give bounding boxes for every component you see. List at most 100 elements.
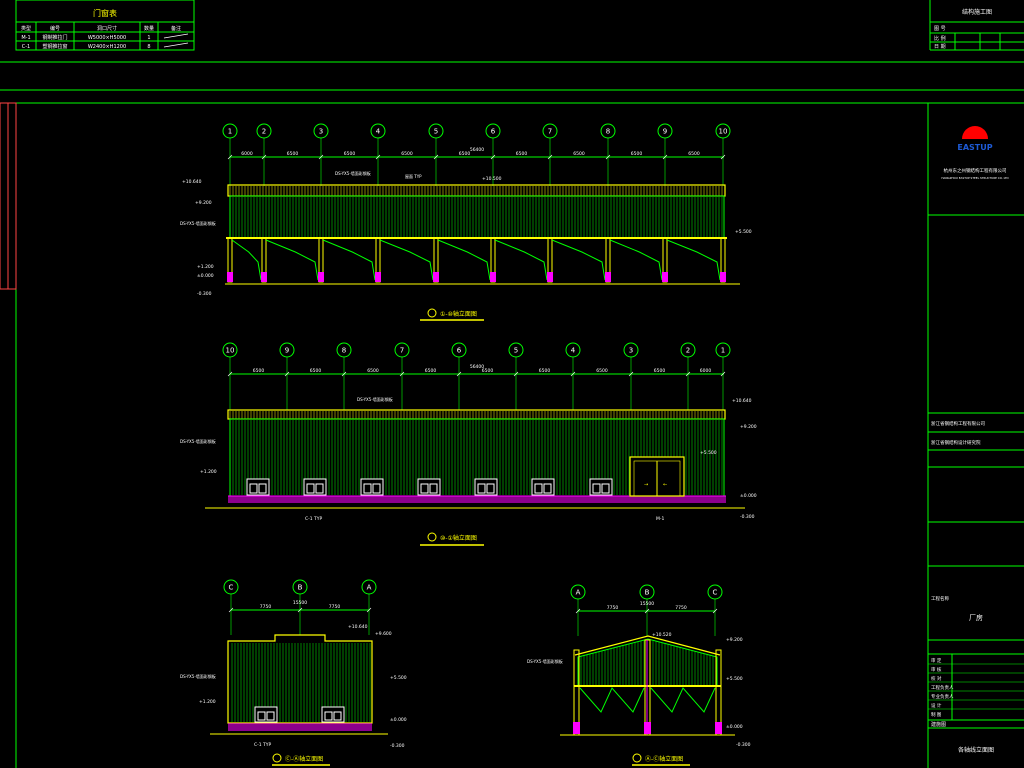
level-mark: +10.520 xyxy=(652,632,672,638)
column-base xyxy=(375,272,381,282)
axis-bubble xyxy=(707,584,723,600)
axis-label: 3 xyxy=(319,128,323,136)
sign-row: 校 对 xyxy=(931,675,942,682)
axis-label: 6 xyxy=(491,128,496,136)
column-base xyxy=(605,272,611,282)
elevation-title: Ⓐ-Ⓒ轴立面图 xyxy=(645,755,683,763)
brace xyxy=(437,239,491,281)
level-mark: -0.300 xyxy=(736,742,751,748)
company-name: 杭州东之州钢结构工程有限公司 xyxy=(944,167,1007,174)
dimension-label: 6500 xyxy=(631,151,643,157)
svg-text:→: → xyxy=(644,482,648,488)
brace xyxy=(265,239,319,281)
level-mark: +10.640 xyxy=(732,398,752,404)
dimension-tick xyxy=(456,371,462,377)
columns xyxy=(573,639,722,736)
axis-label: 3 xyxy=(629,347,633,355)
dimension-tick xyxy=(227,154,233,160)
approval-1: 浙江省钢结构工程有限公司 xyxy=(931,420,985,427)
drawing-type: 结构施工图 xyxy=(962,8,992,16)
dimension-tick xyxy=(712,608,718,614)
axis-bubble xyxy=(370,123,386,139)
columns xyxy=(227,237,726,283)
axis-label: 8 xyxy=(606,128,610,136)
window-sash xyxy=(306,483,315,494)
sign-row: 设 计 xyxy=(931,702,942,709)
level-mark: +9.600 xyxy=(375,631,392,637)
title-block: 结构施工图 图 号 比 例 日 期 EASTUP 杭州东之州钢结构工程有限公司 … xyxy=(927,0,1024,768)
axis-label: 2 xyxy=(262,128,266,136)
sign-row: 制 图 xyxy=(931,711,942,718)
dimension-tick xyxy=(628,371,634,377)
level-mark: +5.500 xyxy=(735,229,752,235)
axis-label: 5 xyxy=(434,128,438,136)
dimension-tick xyxy=(341,371,347,377)
axis-label: 10 xyxy=(226,347,235,355)
level-mark: +9.200 xyxy=(726,637,743,643)
column-base xyxy=(433,272,439,282)
dimension-label: 7750 xyxy=(607,605,619,611)
dimension-label: 6500 xyxy=(401,151,413,157)
wall-panel-lines xyxy=(580,639,714,685)
dimension-tick xyxy=(375,154,381,160)
window-sash xyxy=(601,483,610,494)
total-dimension: 56400 xyxy=(470,147,484,153)
level-mark: +10.640 xyxy=(348,624,368,630)
dimension-tick xyxy=(513,371,519,377)
elevation-title: ①-⑩轴立面图 xyxy=(440,310,477,318)
dimension-label: 6500 xyxy=(654,368,666,374)
logo-text: EASTUP xyxy=(957,143,992,152)
elevation-title: Ⓒ-Ⓐ轴立面图 xyxy=(285,755,323,763)
door-table-cell: 塑钢推拉窗 xyxy=(42,43,67,50)
door-table-cell: M-1 xyxy=(21,35,30,41)
window-c1 xyxy=(474,478,498,496)
callout-label: DS-YX5-墙面彩钢板 xyxy=(335,170,371,176)
axis-label: 2 xyxy=(686,347,690,355)
roof-panel-hatch xyxy=(229,186,723,196)
callout-label: C-1 TYP xyxy=(305,516,323,522)
window-sash xyxy=(534,483,543,494)
dimension-tick xyxy=(662,154,668,160)
brace xyxy=(494,239,548,281)
window-c1 xyxy=(246,478,270,496)
total-dimension: 15500 xyxy=(640,601,654,607)
dimension-label: 6500 xyxy=(688,151,700,157)
level-mark: -0.300 xyxy=(197,291,212,297)
column-base xyxy=(547,272,553,282)
level-mark: -0.300 xyxy=(740,514,755,520)
axis-bubble xyxy=(394,342,410,358)
door-m1: → ← xyxy=(629,456,685,497)
axis-label: 4 xyxy=(571,347,576,355)
dimension-label: 6500 xyxy=(253,368,265,374)
dimension-label: 6500 xyxy=(539,368,551,374)
window-sash xyxy=(372,483,381,494)
level-mark: +5.500 xyxy=(700,450,717,456)
title-field: 日 期 xyxy=(934,44,946,50)
door-table-cell: C-1 xyxy=(22,44,30,50)
axis-bubble xyxy=(279,342,295,358)
window-sash xyxy=(592,483,601,494)
axis-bubble xyxy=(623,342,639,358)
door-table-header-0: 类型 xyxy=(21,25,31,32)
door-window-table: 门窗表 类型 编号 洞口尺寸 数量 备注 M-1 钢制推拉门 W5000×H50… xyxy=(15,0,195,51)
dimension-label: 6000 xyxy=(241,151,253,157)
callout-label: DS-YX5-墙面彩钢板 xyxy=(180,438,216,444)
level-mark: ±0.000 xyxy=(197,273,214,279)
column-base xyxy=(490,272,496,282)
dimension-tick xyxy=(433,154,439,160)
axis-bubble xyxy=(336,342,352,358)
axis-bubble xyxy=(715,342,731,358)
axis-label: 9 xyxy=(663,128,667,136)
dimension-tick xyxy=(228,607,234,613)
axis-label: C xyxy=(229,584,234,592)
dimension-tick xyxy=(297,607,303,613)
sign-row: 专业负责人 xyxy=(931,693,954,700)
column-base xyxy=(227,272,233,282)
